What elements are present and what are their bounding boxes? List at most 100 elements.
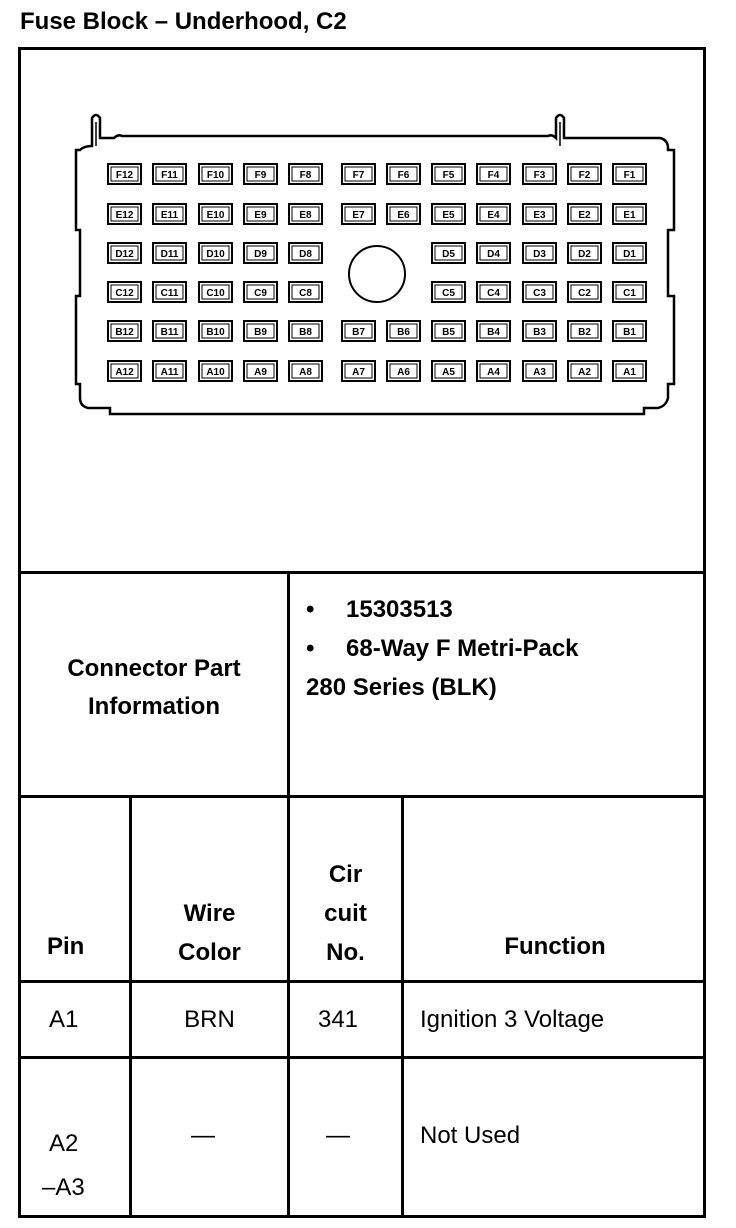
part-info-label-line2: Information: [88, 693, 220, 720]
pin-label: E6: [397, 210, 410, 221]
pin-label: C1: [623, 288, 636, 299]
pin-cavity-c2: C2: [567, 281, 602, 303]
pin-label: D11: [161, 249, 179, 260]
pin-cavity-e12: E12: [107, 203, 142, 225]
pin-cavity-f4: F4: [476, 163, 511, 185]
header-function: Function: [504, 933, 606, 960]
pin-cavity-c8: C8: [288, 281, 323, 303]
header-wire-line1: Wire: [183, 900, 236, 927]
pin-label: B7: [352, 327, 365, 338]
pin-label: D2: [578, 249, 591, 260]
pin-cavity-b7: B7: [341, 320, 376, 342]
pin-cavity-a5: A5: [431, 360, 466, 382]
pin-label: B5: [442, 327, 455, 338]
pin-cavity-c5: C5: [431, 281, 466, 303]
pin-label: F1: [624, 170, 636, 181]
pin-cavity-e6: E6: [386, 203, 421, 225]
part-description-line2: 280 Series (BLK): [306, 674, 497, 701]
divider: [287, 571, 290, 1218]
pin-cavity-c1: C1: [612, 281, 647, 303]
pin-label: B1: [623, 327, 636, 338]
pin-cavity-c9: C9: [243, 281, 278, 303]
part-info-label: Connector Part Information: [21, 650, 287, 726]
pin-cavity-a8: A8: [288, 360, 323, 382]
pin-cavity-f5: F5: [431, 163, 466, 185]
pin-label: C4: [487, 288, 500, 299]
pin-cavity-f8: F8: [288, 163, 323, 185]
row1-wire-color: BRN: [184, 1006, 235, 1033]
pin-label: E11: [161, 210, 179, 221]
part-description-line1: 68-Way F Metri-Pack: [346, 635, 579, 662]
pin-cavity-c4: C4: [476, 281, 511, 303]
pin-cavity-f11: F11: [152, 163, 187, 185]
bullet: •: [306, 596, 315, 623]
row2-pin-line1: A2: [49, 1130, 79, 1157]
pin-label: E7: [352, 210, 365, 221]
row2-pin: A2 –A3: [42, 1122, 85, 1210]
pin-cavity-b11: B11: [152, 320, 187, 342]
pin-cavity-b1: B1: [612, 320, 647, 342]
divider: [18, 980, 706, 983]
connector-table: [18, 47, 706, 1218]
pin-label: D1: [623, 249, 636, 260]
header-wire-line2: Color: [178, 939, 241, 966]
pin-label: F4: [488, 170, 500, 181]
pin-label: F8: [300, 170, 312, 181]
pin-cavity-d11: D11: [152, 242, 187, 264]
pin-label: C12: [115, 288, 134, 299]
pin-label: D9: [254, 249, 267, 260]
pin-label: A8: [299, 367, 312, 378]
pin-label: E8: [299, 210, 312, 221]
row2-wire-color: —: [191, 1122, 215, 1149]
pin-label: F3: [534, 170, 546, 181]
pin-label: A12: [115, 367, 134, 378]
pin-cavity-c11: C11: [152, 281, 187, 303]
pin-cavity-e5: E5: [431, 203, 466, 225]
pin-cavity-a10: A10: [198, 360, 233, 382]
pin-label: D3: [533, 249, 546, 260]
pin-label: C10: [206, 288, 225, 299]
pin-cavity-f10: F10: [198, 163, 233, 185]
pin-cavity-c3: C3: [522, 281, 557, 303]
pin-label: A11: [161, 367, 179, 378]
pin-cavity-f2: F2: [567, 163, 602, 185]
pin-cavity-e8: E8: [288, 203, 323, 225]
pin-cavity-d8: D8: [288, 242, 323, 264]
pin-cavity-b4: B4: [476, 320, 511, 342]
pin-label: B2: [578, 327, 591, 338]
pin-cavity-d5: D5: [431, 242, 466, 264]
row2-function: Not Used: [420, 1122, 521, 1149]
page-title: Fuse Block – Underhood, C2: [20, 8, 347, 35]
header-circuit-no: Cir cuit No.: [290, 855, 401, 972]
pin-label: B6: [397, 327, 410, 338]
pin-cavity-a2: A2: [567, 360, 602, 382]
pin-cavity-d12: D12: [107, 242, 142, 264]
connector-outline: [74, 113, 676, 416]
pin-label: F6: [398, 170, 410, 181]
divider: [18, 571, 706, 574]
pin-label: C2: [578, 288, 591, 299]
divider: [401, 795, 404, 1218]
pin-cavity-a7: A7: [341, 360, 376, 382]
pin-label: F7: [353, 170, 365, 181]
pin-label: C11: [161, 288, 179, 299]
header-cir-line2: cuit: [324, 900, 367, 927]
pin-cavity-a9: A9: [243, 360, 278, 382]
pin-cavity-e1: E1: [612, 203, 647, 225]
pin-cavity-d4: D4: [476, 242, 511, 264]
pin-label: E5: [442, 210, 455, 221]
pin-label: A7: [352, 367, 365, 378]
pin-label: D5: [442, 249, 455, 260]
pin-cavity-e9: E9: [243, 203, 278, 225]
pin-label: E4: [487, 210, 500, 221]
pin-label: A4: [487, 367, 500, 378]
pin-cavity-f9: F9: [243, 163, 278, 185]
pin-label: B12: [115, 327, 134, 338]
divider: [18, 1056, 706, 1059]
pin-cavity-e11: E11: [152, 203, 187, 225]
pin-label: F10: [207, 170, 225, 181]
pin-label: E1: [623, 210, 636, 221]
pin-cavity-d9: D9: [243, 242, 278, 264]
pin-label: F11: [161, 170, 178, 181]
